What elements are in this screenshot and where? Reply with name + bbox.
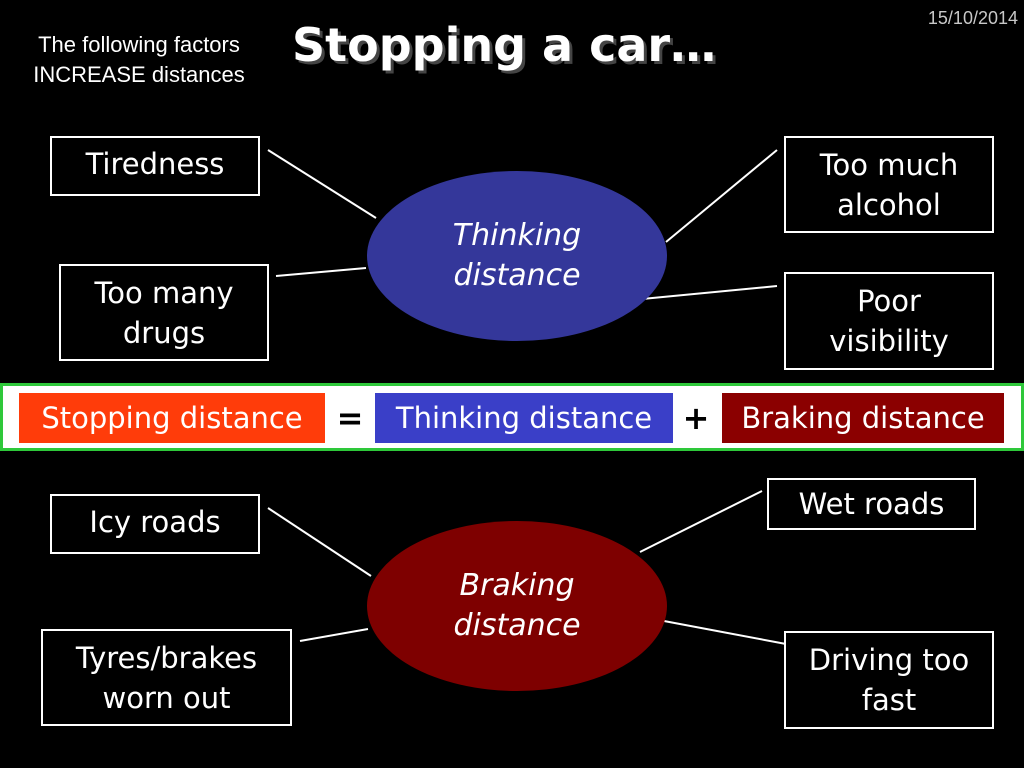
equation-thinking-distance: Thinking distance — [375, 393, 673, 443]
factor-wet-label: Wet roads — [798, 487, 945, 521]
connector-tiredness — [267, 149, 377, 219]
connector-visibility — [641, 285, 778, 300]
slide-title: Stopping a car… — [292, 18, 717, 72]
factor-icy-roads: Icy roads — [50, 494, 260, 554]
factor-tyres-line-1: Tyres/brakes — [75, 640, 258, 675]
braking-distance-hub: Braking distance — [367, 521, 667, 691]
connector-tyres — [299, 628, 369, 642]
factor-icy-label: Icy roads — [89, 505, 221, 539]
connector-drugs — [275, 267, 367, 277]
connector-fast — [663, 620, 787, 645]
thinking-hub-line-2: distance — [453, 258, 581, 293]
slide-date: 15/10/2014 — [927, 8, 1018, 28]
factor-tiredness-label: Tiredness — [85, 147, 225, 181]
factors-note-line-2: INCREASE distances — [33, 62, 245, 87]
factors-note-line-1: The following factors — [38, 32, 240, 57]
braking-hub-line-2: distance — [453, 608, 581, 643]
factor-too-many-drugs: Too many drugs — [59, 264, 269, 361]
factor-driving-too-fast: Driving too fast — [784, 631, 994, 729]
equation-equals-sign: = — [336, 399, 364, 437]
factors-note: The following factors INCREASE distances — [8, 30, 270, 90]
factor-visibility-line-1: Poor — [857, 284, 921, 318]
equation-stopping-distance: Stopping distance — [19, 393, 325, 443]
factor-alcohol-line-1: Too much — [819, 147, 959, 182]
connector-icy — [267, 507, 372, 577]
factor-tiredness: Tiredness — [50, 136, 260, 196]
connector-alcohol — [665, 149, 778, 243]
factor-fast-line-2: fast — [861, 683, 917, 717]
factor-tyres-line-2: worn out — [102, 680, 231, 715]
factor-drugs-line-1: Too many — [94, 275, 234, 310]
factor-visibility-line-2: visibility — [829, 324, 949, 358]
factor-too-much-alcohol: Too much alcohol — [784, 136, 994, 233]
factor-drugs-line-2: drugs — [122, 315, 206, 350]
thinking-distance-hub: Thinking distance — [367, 171, 667, 341]
thinking-hub-line-1: Thinking — [452, 218, 582, 253]
factor-alcohol-line-2: alcohol — [837, 187, 941, 222]
factor-wet-roads: Wet roads — [767, 478, 976, 530]
factor-poor-visibility: Poor visibility — [784, 272, 994, 370]
equation-braking-distance: Braking distance — [722, 393, 1004, 443]
braking-hub-line-1: Braking — [459, 568, 575, 603]
factor-fast-line-1: Driving too — [808, 643, 970, 677]
connector-wet — [639, 490, 763, 553]
factor-tyres-brakes-worn: Tyres/brakes worn out — [41, 629, 292, 726]
equation-plus-sign: + — [682, 399, 710, 437]
